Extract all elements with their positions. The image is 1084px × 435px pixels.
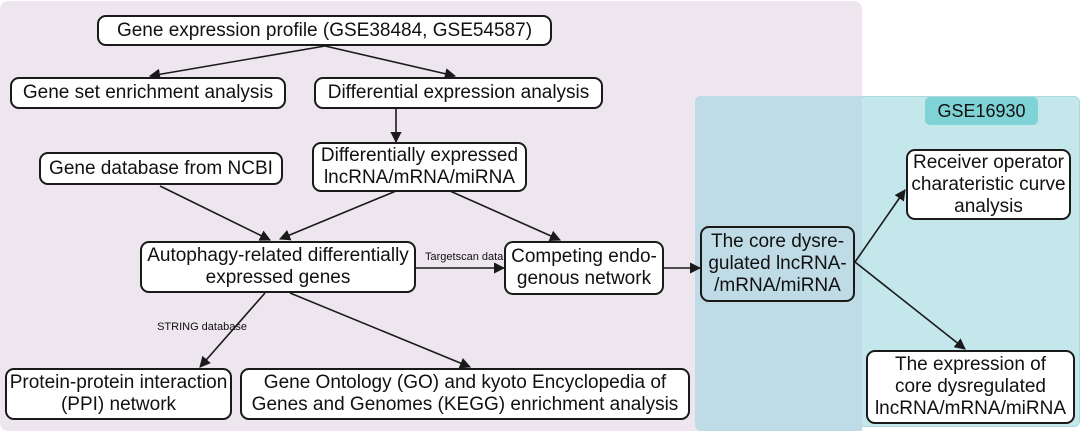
differentially-expressed-node: Differentially expressed lncRNA/mRNA/miR… (312, 142, 527, 192)
go-kegg-enrichment-node: Gene Ontology (GO) and kyoto Encyclopedi… (240, 368, 690, 420)
dataset-tag-gse16930: GSE16930 (925, 97, 1038, 125)
ppi-network-node: Protein-protein interaction (PPI) networ… (5, 368, 232, 420)
gene-database-ncbi-node: Gene database from NCBI (39, 152, 283, 185)
core-dysregulated-node: The core dysre- gulated lncRNA- /mRNA/mi… (700, 226, 855, 302)
string-database-label: STRING database (157, 321, 247, 333)
competing-endogenous-network-node: Competing endo- genous network (504, 241, 664, 295)
gene-expression-profile-node: Gene expression profile (GSE38484, GSE54… (97, 15, 552, 46)
receiver-operator-node: Receiver operator charateristic curve an… (906, 149, 1071, 220)
expression-core-dysregulated-node: The expression of core dysregulated lncR… (866, 350, 1075, 424)
panel-overlap-region (695, 96, 862, 431)
autophagy-related-genes-node: Autophagy-related differentially express… (140, 241, 416, 293)
gene-set-enrichment-node: Gene set enrichment analysis (10, 77, 286, 109)
targetscan-label: Targetscan database (425, 251, 527, 263)
differential-expression-node: Differential expression analysis (314, 77, 603, 109)
